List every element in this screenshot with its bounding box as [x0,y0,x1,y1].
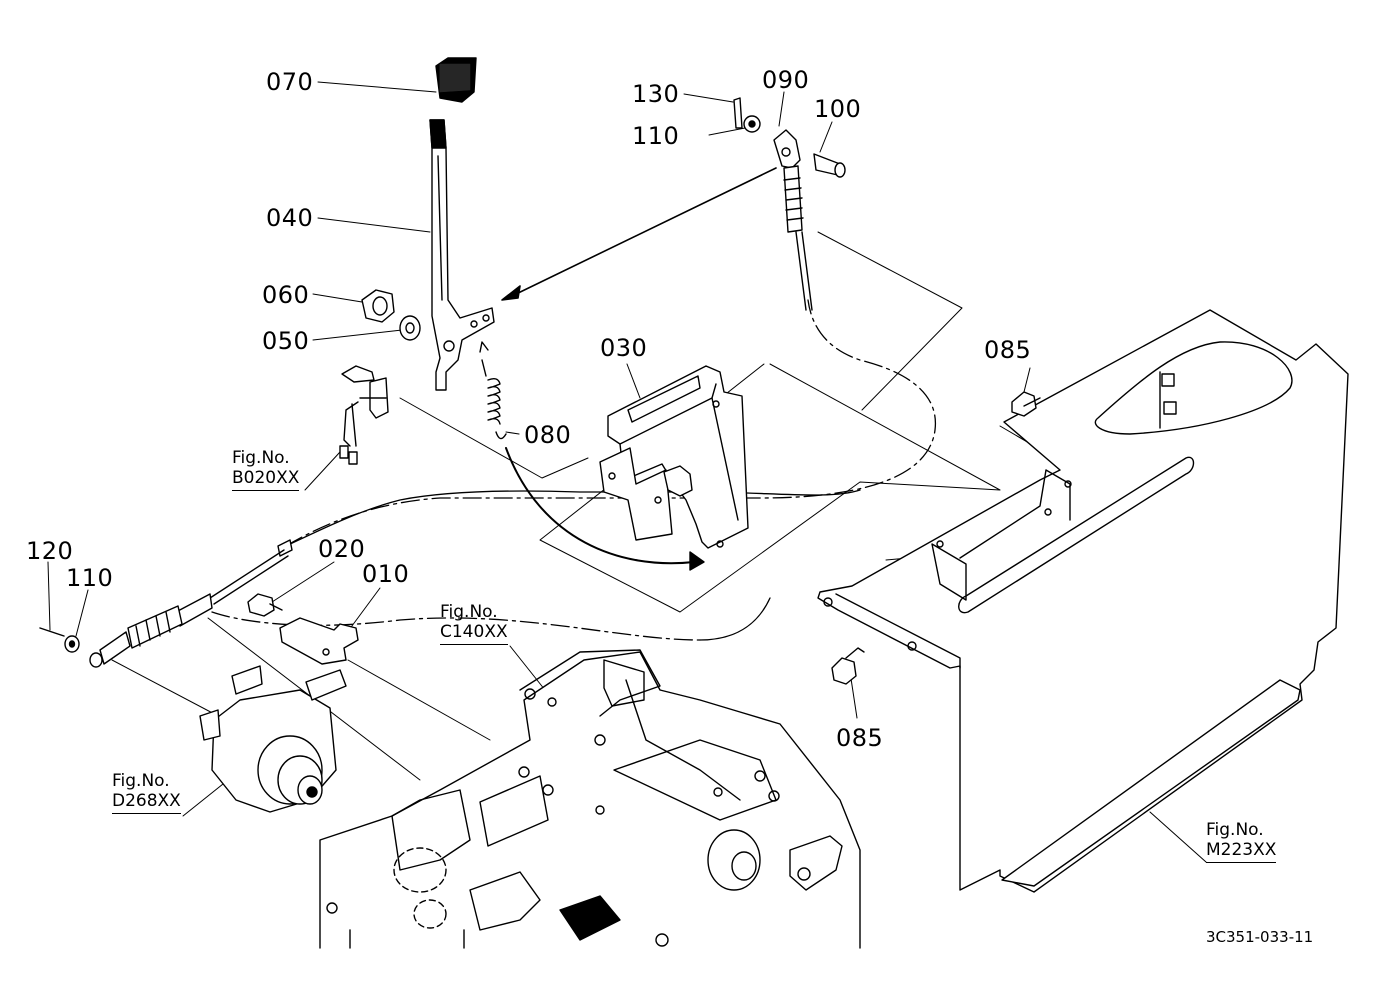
spring-080 [480,342,704,570]
part-label-060: 060 [262,281,310,309]
part-label-030: 030 [600,334,648,362]
frame-casting [320,650,860,948]
cable-loop [212,300,935,640]
figure-ref-number: D268XX [112,791,181,814]
part-label-085-bottom: 085 [836,724,884,752]
cover-panel [818,310,1348,892]
clip-130 [734,98,742,128]
part-label-110-left: 110 [66,564,114,592]
pin-100 [814,154,845,177]
part-label-120: 120 [26,537,74,565]
figure-ref-prefix: Fig.No. [232,448,290,468]
nut-060 [362,290,394,322]
part-label-040: 040 [266,204,314,232]
figure-ref-m223xx: Fig.No. M223XX [1206,820,1277,863]
part-label-010: 010 [362,560,410,588]
washer-050 [400,316,420,340]
figure-ref-b020xx: Fig.No. B020XX [232,448,300,491]
part-label-070: 070 [266,68,314,96]
knob-070 [436,58,476,102]
figure-ref-number: B020XX [232,468,300,491]
pump-assembly [200,666,346,812]
figure-ref-number: M223XX [1206,840,1277,863]
part-label-020: 020 [318,535,366,563]
cable-arrow [502,168,776,300]
figure-ref-number: C140XX [440,622,508,645]
bracket-010 [280,618,358,664]
figure-ref-c140xx: Fig.No. C140XX [440,602,508,645]
figure-ref-prefix: Fig.No. [440,602,498,622]
part-label-110-top: 110 [632,122,680,150]
part-label-050: 050 [262,327,310,355]
bolt-085-top [1012,392,1040,416]
part-label-090: 090 [762,66,810,94]
lever-040 [430,120,494,390]
bolt-085-bottom [832,648,864,684]
part-label-130: 130 [632,80,680,108]
washer-110-left [65,636,79,652]
figure-ref-prefix: Fig.No. [112,771,170,791]
pin-120 [40,628,64,636]
cable-left [90,540,292,667]
part-label-100: 100 [814,95,862,123]
bracket-030 [600,366,748,548]
drawing-code: 3C351-033-11 [1206,928,1314,946]
figure-ref-d268xx: Fig.No. D268XX [112,771,181,814]
switch-assembly [340,366,388,464]
bolt-020 [248,594,282,616]
figure-ref-prefix: Fig.No. [1206,820,1264,840]
leader-lines [48,82,1206,862]
part-label-080: 080 [524,421,572,449]
washer-110-top [744,116,760,132]
part-label-085-top: 085 [984,336,1032,364]
cable-end-090 [774,130,812,310]
